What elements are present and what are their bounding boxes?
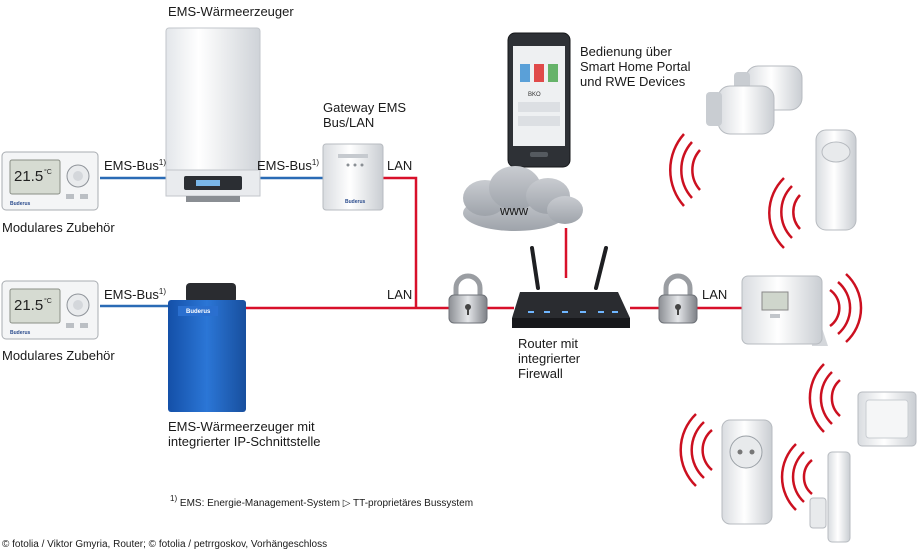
- thermostat-bottom-device: 21.5 °C Buderus: [1, 280, 99, 340]
- svg-text:Buderus: Buderus: [345, 199, 366, 205]
- label-router-line3: Firewall: [518, 366, 563, 381]
- label-modulares-zubehoer-top: Modulares Zubehör: [2, 220, 115, 235]
- label-ems-bus-gateway: EMS-Bus1): [257, 158, 320, 173]
- cloud-icon: [463, 166, 583, 231]
- label-lan-main: LAN: [387, 287, 413, 302]
- radio-waves: [669, 133, 863, 511]
- radiator-valves-device: [706, 65, 803, 135]
- smarthome-central-device: [741, 275, 828, 346]
- label-ems-waermeerzeuger: EMS-Wärmeerzeuger: [168, 4, 294, 19]
- lan-line-gateway: [382, 176, 418, 308]
- gateway-device: Buderus: [322, 143, 384, 211]
- router-device: [512, 246, 630, 328]
- label-bedienung-line3: und RWE Devices: [580, 74, 686, 89]
- ems-boiler-white: [165, 27, 261, 202]
- wall-switch-device: [857, 391, 917, 447]
- label-bedienung-line1: Bedienung über: [580, 44, 672, 59]
- label-gateway-line2: Bus/LAN: [323, 115, 375, 130]
- label-ems-bus-bottom: EMS-Bus1): [104, 287, 167, 302]
- label-ems-ip: EMS-Wärmeerzeuger mit integrierter IP-Sc…: [168, 419, 320, 449]
- label-router: Router mit integrierter Firewall: [518, 336, 580, 381]
- label-lan-gateway: LAN: [387, 158, 413, 173]
- label-www: www: [500, 203, 529, 218]
- svg-text:Buderus: Buderus: [186, 309, 211, 315]
- label-bedienung-line2: Smart Home Portal: [580, 59, 691, 74]
- svg-text:Buderus: Buderus: [10, 330, 31, 336]
- label-ems-bus-top: EMS-Bus1): [104, 158, 167, 173]
- label-modulares-zubehoer-bottom: Modulares Zubehör: [2, 348, 115, 363]
- label-router-line1: Router mit: [518, 336, 578, 351]
- svg-text:Buderus: Buderus: [10, 201, 31, 207]
- smart-plug-device: [721, 419, 773, 525]
- svg-text:°C: °C: [44, 297, 52, 305]
- smartphone-device: BKO: [507, 32, 571, 168]
- label-ems-ip-line1: EMS-Wärmeerzeuger mit: [168, 419, 315, 434]
- label-lan-smarthome: LAN: [702, 287, 728, 302]
- label-ems-ip-line2: integrierter IP-Schnittstelle: [168, 434, 321, 449]
- motion-detector-device: [815, 129, 857, 231]
- label-bedienung: Bedienung über Smart Home Portal und RWE…: [580, 44, 691, 89]
- label-router-line2: integrierter: [518, 351, 581, 366]
- svg-text:°C: °C: [44, 168, 52, 176]
- thermostat-top-device: 21.5 °C Buderus: [1, 151, 99, 211]
- thermostat-temp: 21.5: [14, 297, 43, 314]
- svg-text:BKO: BKO: [528, 92, 541, 98]
- label-gateway: Gateway EMS Bus/LAN: [323, 100, 406, 130]
- ems-boiler-blue: Buderus: [168, 283, 246, 412]
- window-contact-device: [809, 451, 851, 543]
- padlock-right-icon: [658, 273, 698, 324]
- label-gateway-line1: Gateway EMS: [323, 100, 407, 115]
- thermostat-temp: 21.5: [14, 168, 43, 185]
- padlock-left-icon: [448, 273, 488, 324]
- footnote: 1) EMS: Energie-Management-System ▷ TT-p…: [170, 494, 474, 510]
- image-credits: © fotolia / Viktor Gmyria, Router; © fot…: [2, 539, 328, 550]
